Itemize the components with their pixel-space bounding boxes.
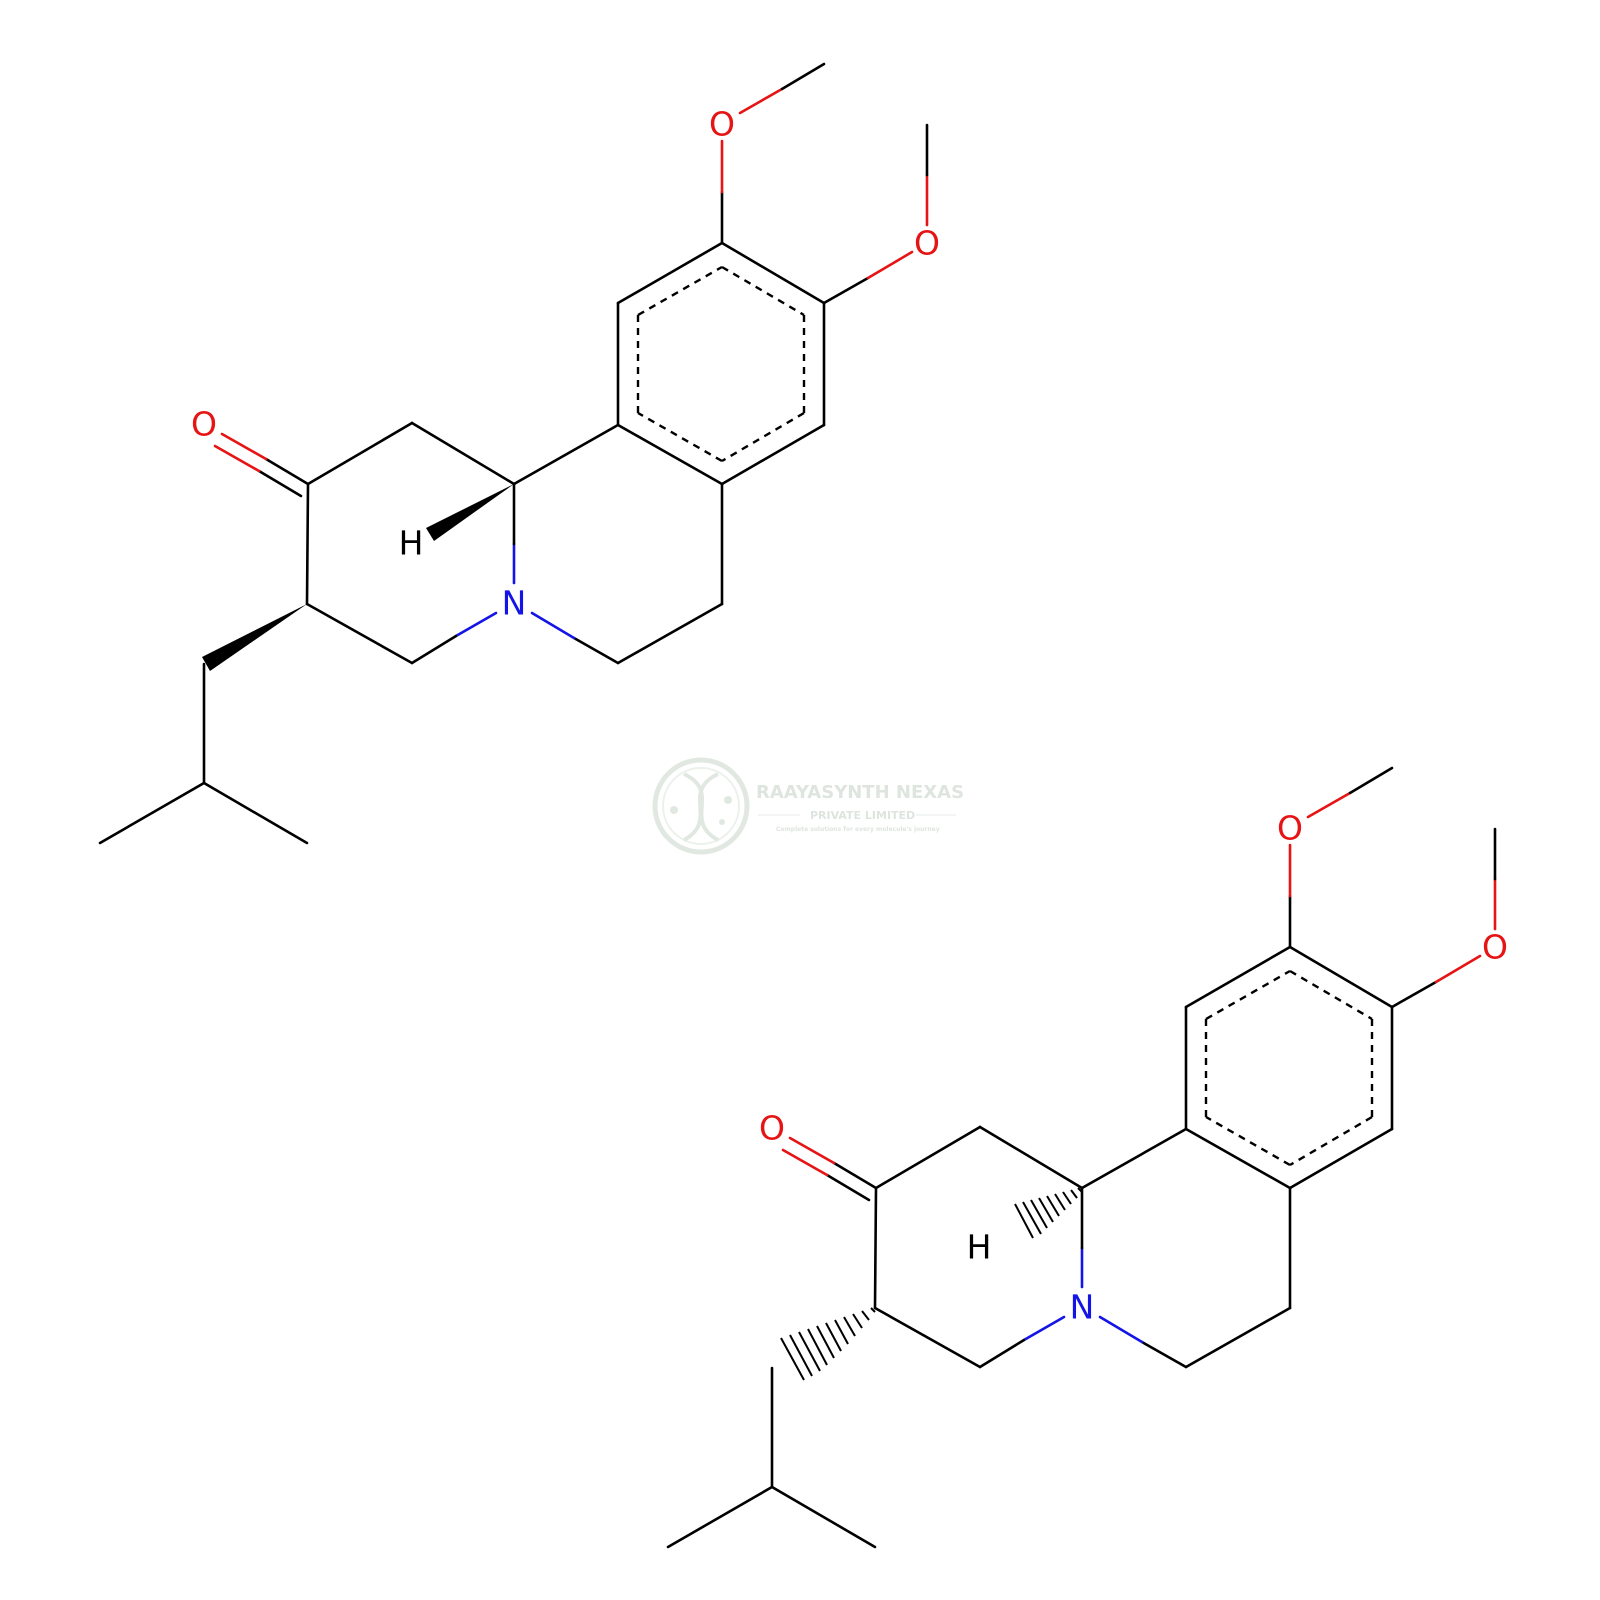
oxygen-ketone: O — [191, 405, 217, 444]
watermark-tagline: Complete solutions for every molecule's … — [776, 826, 940, 833]
hydrogen-atom: H — [399, 524, 424, 563]
molecule-1: O O N O H — [98, 62, 940, 845]
oxygen-methoxy-right: O — [914, 224, 940, 263]
oxygen-methoxy-right: O — [1482, 928, 1508, 967]
oxygen-methoxy-top: O — [1277, 809, 1303, 848]
molecule-2: O O N O — [666, 766, 1508, 1549]
oxygen-ketone: O — [759, 1109, 785, 1148]
watermark-subtitle: PRIVATE LIMITED — [810, 809, 915, 822]
nitrogen-atom: N — [1070, 1288, 1095, 1327]
dna-leaf-icon — [652, 757, 750, 855]
nitrogen-atom: N — [502, 584, 527, 623]
company-watermark: RAAYASYNTH NEXAS PRIVATE LIMITED Complet… — [652, 757, 964, 855]
watermark-company: RAAYASYNTH NEXAS — [756, 782, 964, 803]
oxygen-methoxy-top: O — [709, 105, 735, 144]
hydrogen-atom: H — [967, 1228, 992, 1267]
